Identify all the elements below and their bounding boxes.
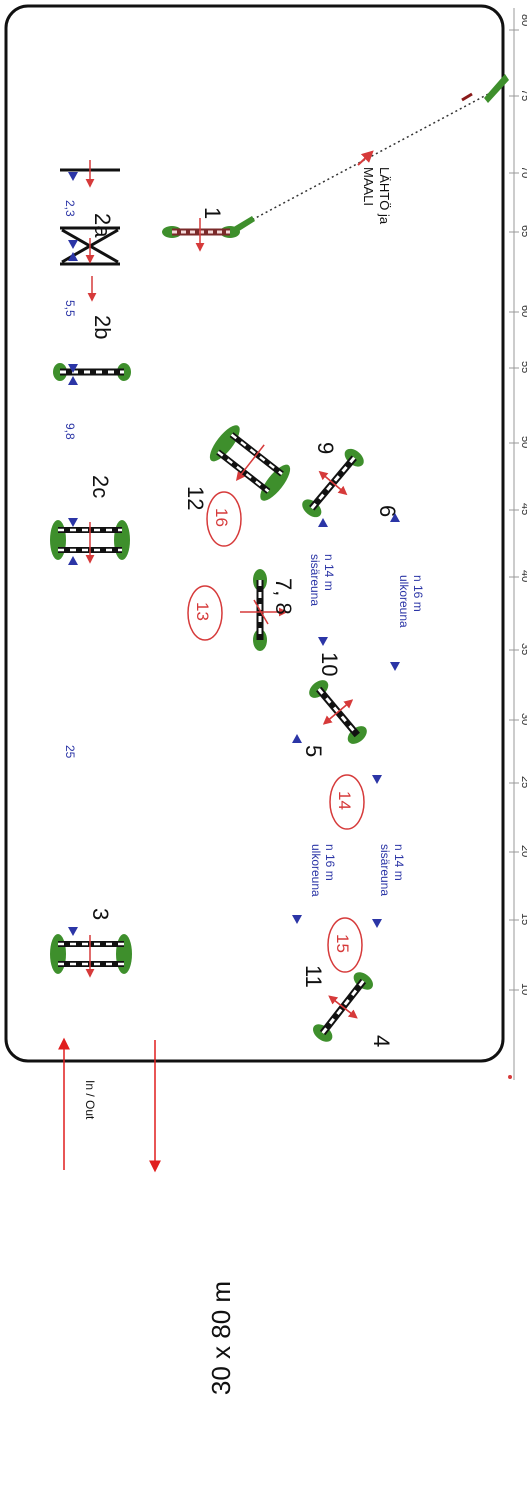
distance-2-3: 2,3 bbox=[63, 200, 77, 217]
distance-9-8: 9,8 bbox=[63, 423, 77, 440]
circled-number-14: 14 bbox=[329, 774, 365, 830]
jump-7-8: 7, 8 bbox=[240, 569, 296, 651]
jump-1: 1 bbox=[162, 207, 240, 252]
ruler-label-20: 20 bbox=[519, 845, 527, 857]
note-16m-outer-bottom-1: n 16 m bbox=[323, 844, 337, 881]
circled-number-16: 16 bbox=[206, 491, 242, 547]
svg-text:15: 15 bbox=[333, 934, 352, 953]
note-16m-outer-bottom-2: ulkoreuna bbox=[309, 844, 323, 897]
distance-25: 25 bbox=[63, 745, 77, 759]
ruler-label-10: 10 bbox=[519, 983, 527, 995]
ruler-label-40: 40 bbox=[519, 570, 527, 582]
note-16m-outer-top-2: ulkoreuna bbox=[397, 575, 411, 628]
svg-text:16: 16 bbox=[212, 508, 231, 527]
start-flag-right bbox=[484, 74, 509, 103]
svg-text:14: 14 bbox=[335, 791, 354, 810]
start-finish: LÄHTÖ ja MAALI bbox=[232, 74, 509, 233]
distance-5-5: 5,5 bbox=[63, 300, 77, 317]
jump-2b: 2b bbox=[53, 276, 131, 381]
ruler-label-25: 25 bbox=[519, 776, 527, 788]
ruler-label-55: 55 bbox=[519, 361, 527, 373]
ruler-label-15: 15 bbox=[519, 913, 527, 925]
arena-size-label: 30 x 80 m bbox=[206, 1281, 236, 1395]
note-14m-inner-top-1: n 14 m bbox=[322, 554, 336, 591]
jump-2a: 2a bbox=[60, 160, 120, 266]
ruler-label-70: 70 bbox=[519, 166, 527, 178]
ruler-label-60: 60 bbox=[519, 305, 527, 317]
start-finish-label-1: LÄHTÖ ja bbox=[377, 167, 392, 225]
circled-number-15: 15 bbox=[327, 917, 363, 973]
jump-9-6 bbox=[302, 448, 364, 518]
jump-2a-cross bbox=[60, 226, 120, 266]
note-14m-inner-top-2: sisäreuna bbox=[308, 554, 322, 606]
note-16m-outer-top-1: n 16 m bbox=[411, 575, 425, 612]
start-finish-label-2: MAALI bbox=[361, 167, 376, 206]
svg-text:13: 13 bbox=[193, 602, 212, 621]
circled-number-13: 13 bbox=[187, 585, 223, 641]
jump-3-label: 3 bbox=[88, 908, 113, 920]
jump-10-5 bbox=[309, 680, 367, 744]
note-14m-inner-bottom-2: sisäreuna bbox=[378, 844, 392, 896]
ruler-label-80: 80 bbox=[519, 14, 527, 26]
jump-10-label: 10 bbox=[317, 652, 342, 676]
jump-2b-label: 2b bbox=[90, 315, 115, 339]
jump-3: 3 bbox=[50, 908, 132, 978]
ruler: 80 75 70 65 60 55 50 45 40 35 30 25 20 1… bbox=[508, 8, 527, 1080]
jump-11-4 bbox=[313, 972, 373, 1042]
jump-6-label: 6 bbox=[375, 505, 400, 517]
note-14m-inner-bottom-1: n 14 m bbox=[392, 844, 406, 881]
jump-12 bbox=[209, 425, 291, 501]
ruler-origin-dot bbox=[508, 1075, 512, 1079]
in-out-arrows: In / Out bbox=[58, 1037, 161, 1173]
ruler-label-35: 35 bbox=[519, 643, 527, 655]
jump-1-label: 1 bbox=[200, 207, 225, 219]
ruler-label-50: 50 bbox=[519, 436, 527, 448]
in-out-label: In / Out bbox=[83, 1080, 97, 1120]
ruler-label-65: 65 bbox=[519, 225, 527, 237]
jump-2c-label: 2c bbox=[88, 475, 113, 498]
blue-markers bbox=[68, 172, 400, 936]
jump-11-label: 11 bbox=[301, 965, 326, 988]
arena-border bbox=[4, 4, 505, 1063]
jump-4-label: 4 bbox=[369, 1035, 394, 1047]
start-arrow bbox=[357, 150, 374, 166]
ruler-tick-marks bbox=[509, 29, 519, 991]
ruler-label-75: 75 bbox=[519, 89, 527, 101]
jump-7-8-label: 7, 8 bbox=[271, 578, 296, 615]
ruler-label-45: 45 bbox=[519, 503, 527, 515]
ruler-label-30: 30 bbox=[519, 713, 527, 725]
jump-9-label: 9 bbox=[313, 442, 338, 454]
jump-12-label: 12 bbox=[183, 486, 208, 510]
jump-5-label: 5 bbox=[301, 745, 326, 757]
start-line bbox=[247, 91, 493, 223]
jump-2c: 2c bbox=[50, 475, 130, 564]
